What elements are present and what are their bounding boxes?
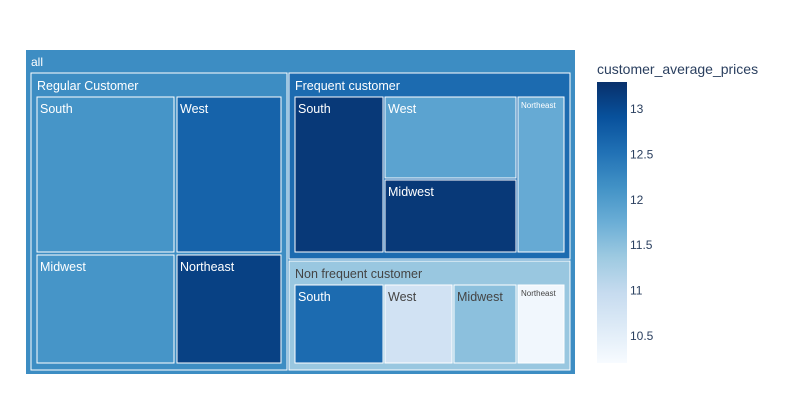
treemap-group-label-frequent-customer: Frequent customer [295,79,400,93]
treemap-leaf-label-regular-customer-midwest: Midwest [40,260,86,274]
colorbar-tick-label: 13 [630,102,644,116]
treemap-leaf-frequent-customer-midwest[interactable] [384,179,517,253]
treemap-leaf-regular-customer-northeast[interactable] [176,254,282,364]
treemap-leaf-label-frequent-customer-midwest: Midwest [388,185,434,199]
treemap-leaf-non-frequent-customer-midwest[interactable] [453,284,517,364]
treemap-leaf-label-non-frequent-customer-northeast: Northeast [521,289,556,298]
colorbar-tick-label: 12 [630,193,644,207]
colorbar-title: customer_average_prices [597,61,758,77]
treemap-group-label-regular-customer: Regular Customer [37,79,138,93]
colorbar-tick-label: 11 [630,283,643,297]
treemap-leaf-non-frequent-customer-west[interactable] [384,284,453,364]
treemap-group-label-non-frequent-customer: Non frequent customer [295,267,422,281]
treemap-leaf-frequent-customer-northeast[interactable] [517,96,565,253]
treemap-leaf-label-regular-customer-south: South [40,102,73,116]
treemap-leaf-label-non-frequent-customer-midwest: Midwest [457,290,503,304]
treemap-leaf-regular-customer-midwest[interactable] [36,254,175,364]
treemap-leaf-label-regular-customer-northeast: Northeast [180,260,235,274]
treemap-leaf-label-frequent-customer-west: West [388,102,417,116]
treemap-leaf-label-frequent-customer-northeast: Northeast [521,101,556,110]
colorbar [597,82,627,363]
treemap-leaf-label-frequent-customer-south: South [298,102,331,116]
colorbar-tick-label: 10.5 [630,329,654,343]
treemap-leaf-frequent-customer-west[interactable] [384,96,517,179]
treemap-leaf-frequent-customer-south[interactable] [294,96,384,253]
treemap-leaf-regular-customer-west[interactable] [176,96,282,253]
treemap-leaf-label-non-frequent-customer-west: West [388,290,417,304]
treemap-leaf-label-non-frequent-customer-south: South [298,290,331,304]
treemap-leaf-non-frequent-customer-south[interactable] [294,284,384,364]
colorbar-tick-label: 11.5 [630,238,653,252]
treemap-leaf-label-regular-customer-west: West [180,102,209,116]
treemap-leaf-regular-customer-south[interactable] [36,96,175,253]
colorbar-tick-label: 12.5 [630,148,654,162]
treemap-root-label: all [31,55,43,69]
treemap-leaf-non-frequent-customer-northeast[interactable] [517,284,565,364]
